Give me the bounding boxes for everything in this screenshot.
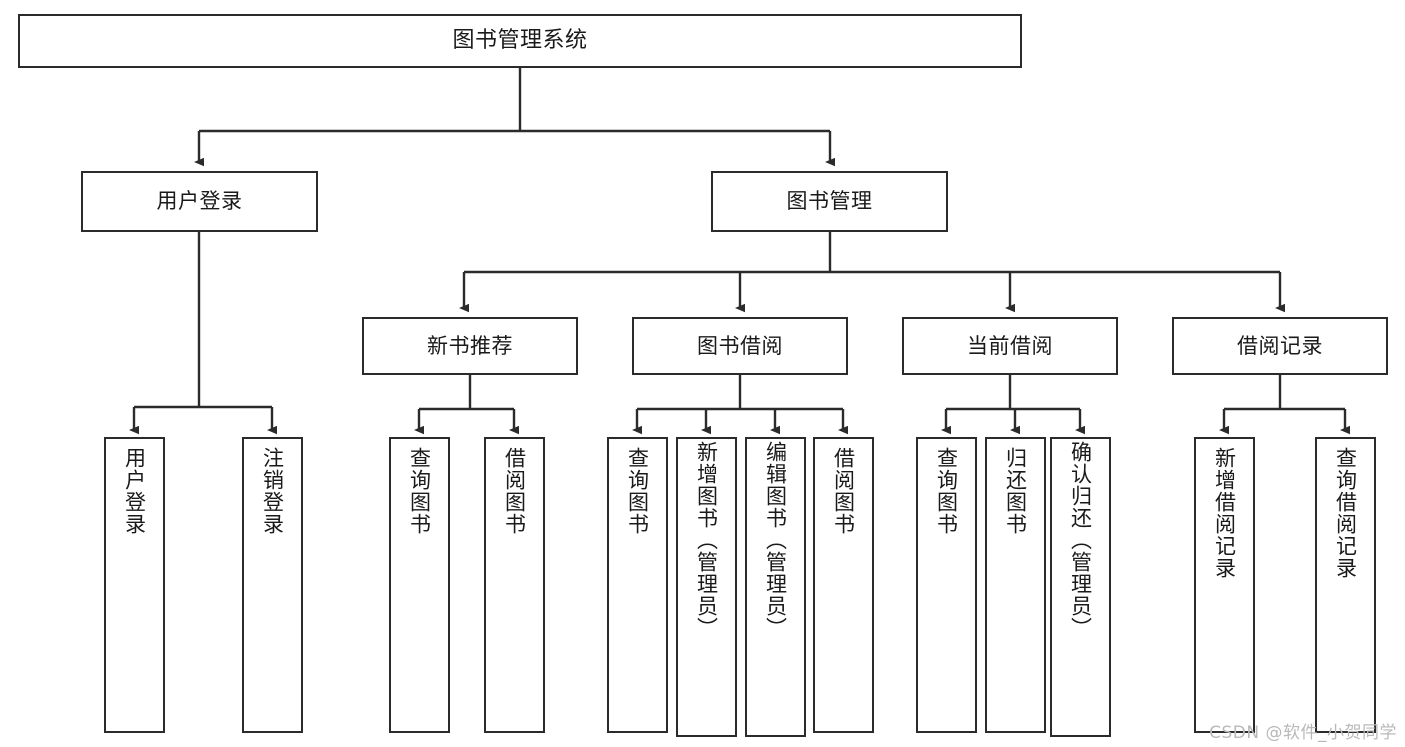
node-leaf-add-book[interactable]: 新增图书（管理员） (676, 437, 737, 737)
node-book-management[interactable]: 图书管理 (711, 171, 948, 232)
node-leaf-add-book-label: 新增图书（管理员） (694, 441, 719, 639)
node-leaf-query-book-3-label: 查询图书 (934, 447, 959, 535)
node-user-login-label: 用户登录 (156, 189, 243, 214)
node-leaf-logout-login[interactable]: 注销登录 (242, 437, 303, 733)
node-new-book-recommend[interactable]: 新书推荐 (362, 317, 578, 375)
node-leaf-query-book-1[interactable]: 查询图书 (389, 437, 450, 733)
node-leaf-user-login[interactable]: 用户登录 (104, 437, 165, 733)
node-leaf-return-book[interactable]: 归还图书 (985, 437, 1046, 733)
node-new-book-recommend-label: 新书推荐 (427, 333, 513, 358)
node-leaf-logout-login-label: 注销登录 (260, 447, 285, 535)
node-leaf-add-record[interactable]: 新增借阅记录 (1194, 437, 1255, 733)
node-root-label: 图书管理系统 (452, 28, 588, 54)
node-leaf-borrow-book-2[interactable]: 借阅图书 (813, 437, 874, 733)
node-book-borrow[interactable]: 图书借阅 (632, 317, 848, 375)
node-leaf-user-login-label: 用户登录 (122, 447, 147, 535)
node-leaf-edit-book-label: 编辑图书（管理员） (763, 441, 788, 639)
node-leaf-borrow-book-1[interactable]: 借阅图书 (484, 437, 545, 733)
node-leaf-confirm-return[interactable]: 确认归还（管理员） (1050, 437, 1111, 737)
node-root[interactable]: 图书管理系统 (18, 14, 1022, 68)
node-borrow-record-label: 借阅记录 (1237, 333, 1323, 358)
node-leaf-query-record[interactable]: 查询借阅记录 (1315, 437, 1376, 733)
node-leaf-return-book-label: 归还图书 (1003, 447, 1028, 535)
node-leaf-query-book-2[interactable]: 查询图书 (607, 437, 668, 733)
node-leaf-add-record-label: 新增借阅记录 (1212, 447, 1237, 579)
node-leaf-borrow-book-1-label: 借阅图书 (502, 447, 527, 535)
node-user-login[interactable]: 用户登录 (81, 171, 318, 232)
node-leaf-edit-book[interactable]: 编辑图书（管理员） (745, 437, 806, 737)
node-book-management-label: 图书管理 (786, 189, 873, 214)
node-leaf-query-book-3[interactable]: 查询图书 (916, 437, 977, 733)
node-current-borrow[interactable]: 当前借阅 (902, 317, 1118, 375)
node-book-borrow-label: 图书借阅 (697, 333, 783, 358)
node-borrow-record[interactable]: 借阅记录 (1172, 317, 1388, 375)
node-leaf-query-record-label: 查询借阅记录 (1333, 447, 1358, 579)
node-current-borrow-label: 当前借阅 (967, 333, 1053, 358)
node-leaf-query-book-2-label: 查询图书 (625, 447, 650, 535)
node-leaf-query-book-1-label: 查询图书 (407, 447, 432, 535)
node-leaf-confirm-return-label: 确认归还（管理员） (1068, 441, 1093, 639)
watermark: CSDN @软件_小贺同学 (1209, 723, 1397, 743)
node-leaf-borrow-book-2-label: 借阅图书 (831, 447, 856, 535)
